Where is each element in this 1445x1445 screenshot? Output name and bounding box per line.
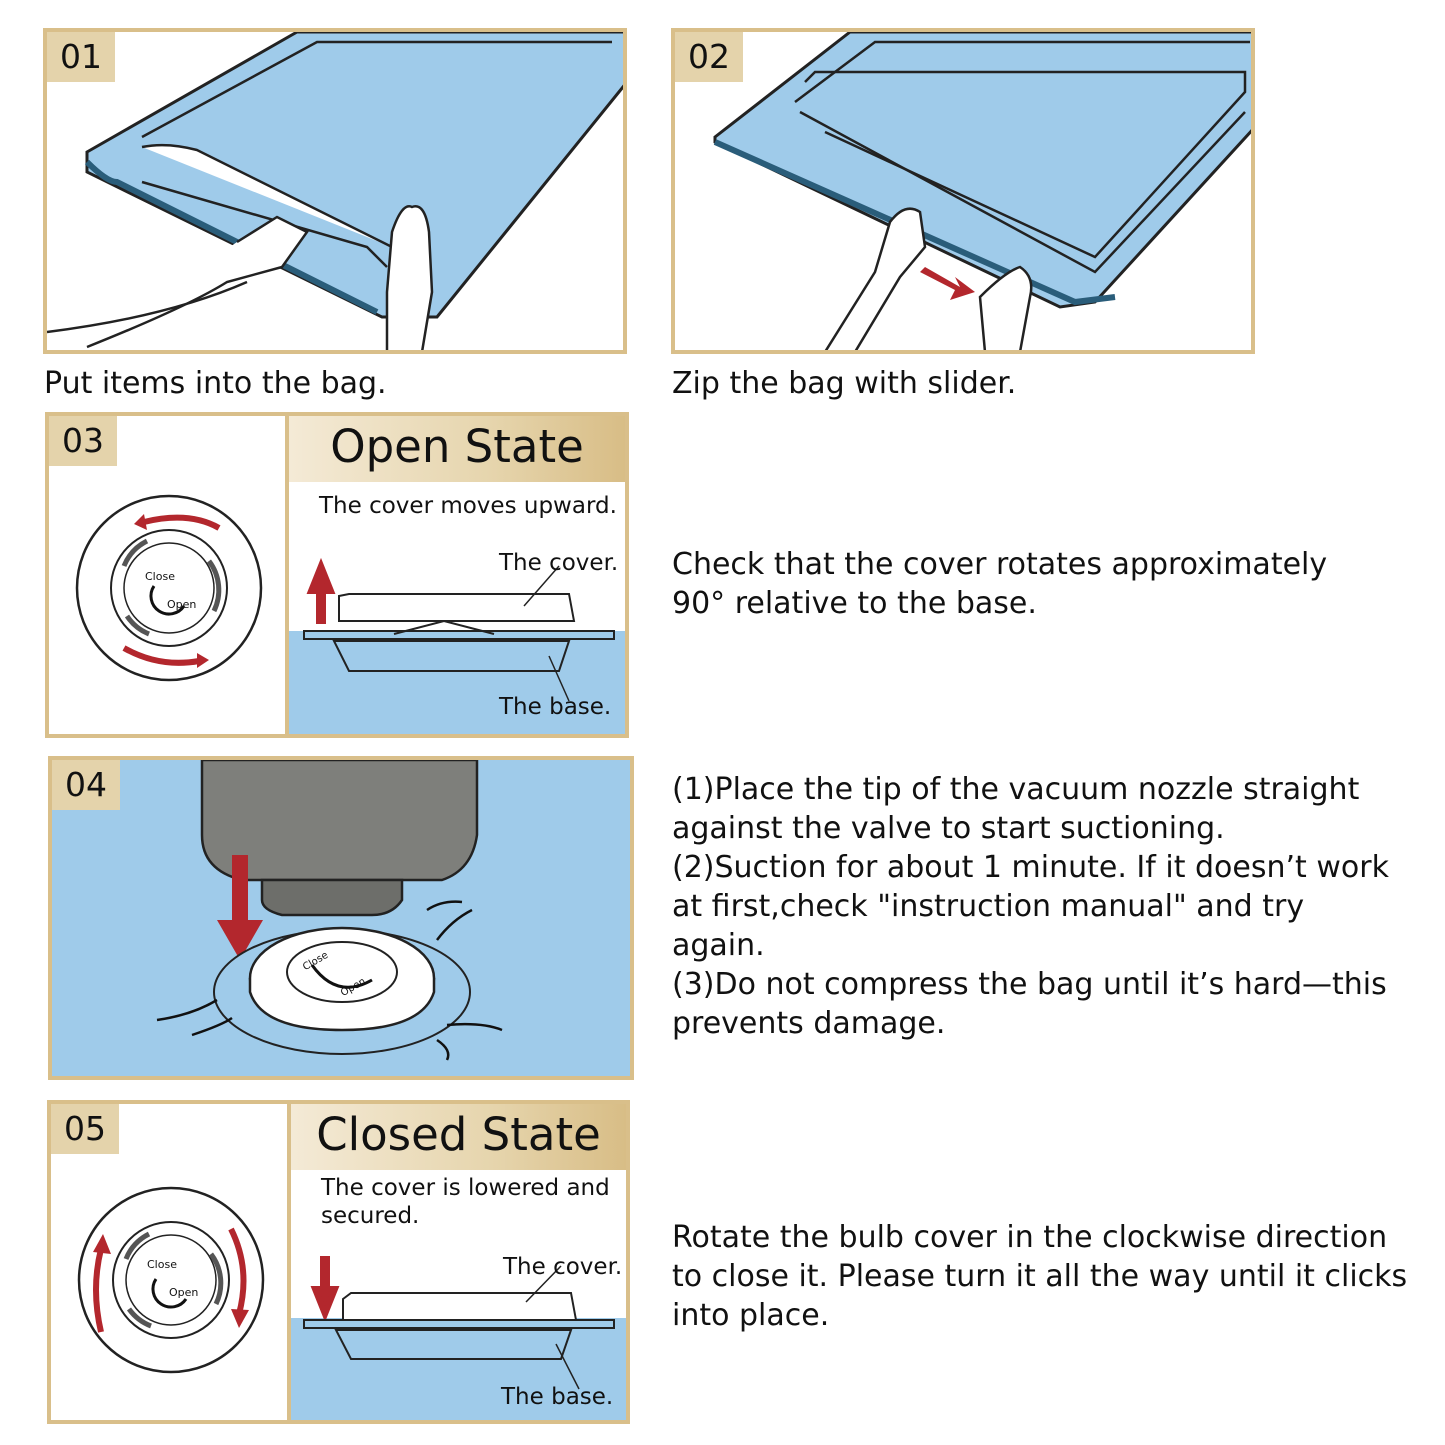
step-02-panel: 02: [671, 28, 1255, 354]
bag-zip-illustration: [713, 32, 1251, 350]
step-05-panel: 05 Closed State Close Open The cover is …: [47, 1100, 630, 1424]
step-03-badge: 03: [49, 416, 117, 466]
step-04-badge: 04: [52, 760, 120, 810]
step-02-badge: 02: [675, 32, 743, 82]
closed-state-title: Closed State: [291, 1104, 626, 1170]
closed-state-subtitle: The cover is lowered and secured.: [321, 1175, 610, 1229]
step-05-caption: Rotate the bulb cover in the clockwise d…: [672, 1220, 1408, 1333]
step-04-caption: (1)Place the tip of the vacuum nozzle st…: [672, 772, 1389, 1041]
step-01-badge: 01: [47, 32, 115, 82]
open-base-label: The base.: [499, 694, 612, 720]
bag-fill-illustration: [47, 32, 623, 350]
step-04-panel: 04 Close Open: [48, 756, 634, 1080]
step-01-panel: 01: [43, 28, 627, 354]
step-02-caption: Zip the bag with slider.: [672, 366, 1017, 401]
closed-dial-open-label: Open: [169, 1286, 199, 1299]
open-state-subtitle: The cover moves upward.: [319, 493, 617, 519]
step-05-badge: 05: [51, 1104, 119, 1154]
step-01-caption: Put items into the bag.: [44, 366, 387, 401]
vacuum-nozzle-illustration: [156, 760, 503, 1061]
closed-dial-close-label: Close: [147, 1258, 177, 1271]
step-03-caption: Check that the cover rotates approximate…: [672, 547, 1328, 621]
closed-cover-label: The cover.: [503, 1254, 623, 1280]
closed-state-illustration: [77, 1186, 626, 1420]
open-state-illustration: [75, 494, 625, 734]
open-dial-close-label: Close: [145, 570, 175, 583]
open-dial-open-label: Open: [167, 598, 197, 611]
open-state-title: Open State: [289, 416, 625, 482]
open-cover-label: The cover.: [499, 550, 619, 576]
closed-base-label: The base.: [501, 1384, 614, 1410]
step-03-panel: 03 Open State Close Open The cover moves…: [45, 412, 629, 738]
